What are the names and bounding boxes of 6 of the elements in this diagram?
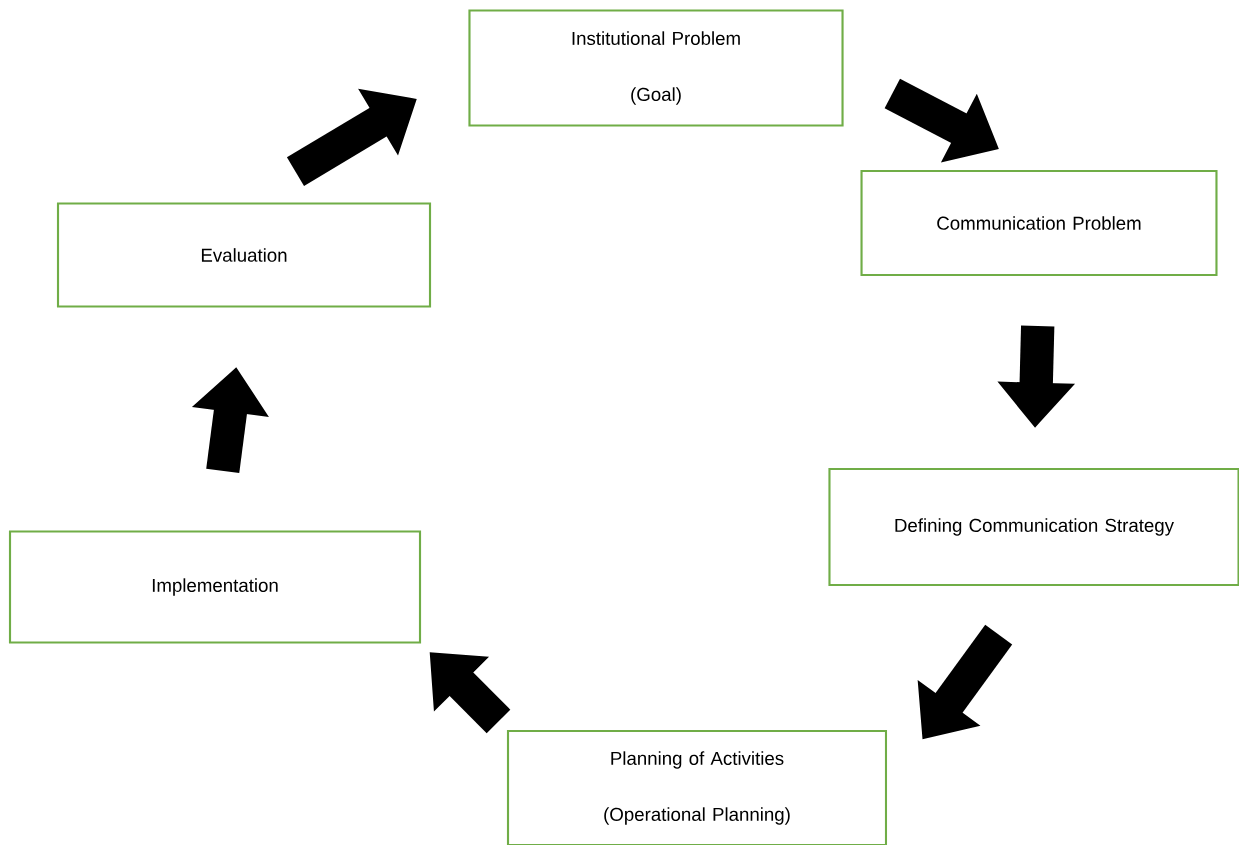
process-box: Institutional Problem (Goal) <box>468 9 844 127</box>
process-box: Communication Problem <box>860 169 1218 277</box>
process-box: Evaluation <box>56 202 432 308</box>
process-box: Defining Communication Strategy <box>828 467 1239 587</box>
process-box: Implementation <box>8 530 422 644</box>
process-box: Planning of Activities (Operational Planning) <box>506 729 888 845</box>
